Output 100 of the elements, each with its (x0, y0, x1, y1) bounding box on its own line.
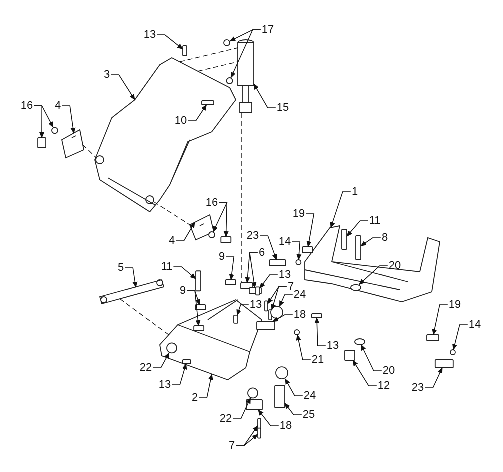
callout-number: 4 (168, 235, 176, 247)
leader-line (330, 192, 352, 228)
callout-number: 10 (174, 115, 188, 127)
callout-number: 18 (294, 309, 306, 321)
callout-number: 11 (161, 261, 173, 273)
callout-number: 6 (258, 247, 266, 259)
dashed-alignment-line (154, 202, 190, 226)
leader-line (236, 304, 250, 316)
leader-line (260, 236, 278, 260)
dashed-alignment-line (180, 48, 238, 62)
clamp-icon (38, 138, 46, 148)
callout-number: 2 (192, 392, 198, 404)
callout-number: 16 (20, 100, 34, 112)
cylinder-drawing (238, 40, 254, 114)
leader-line (188, 104, 208, 122)
hook-pin-icon (434, 360, 454, 368)
leader-line (34, 106, 54, 128)
frame-drawing (94, 58, 236, 212)
callout-number: 11 (369, 215, 381, 227)
leader-line (186, 290, 201, 326)
mount-plate-drawing (190, 214, 215, 240)
callout-number: 13 (144, 29, 156, 41)
callout-number: 18 (280, 420, 292, 432)
clamp-icon (220, 236, 232, 244)
callout-number: 9 (218, 251, 226, 263)
callout-number: 1 (352, 186, 358, 198)
callout-number: 21 (312, 354, 324, 366)
leader-line (314, 318, 326, 346)
callout-number: 12 (378, 380, 390, 392)
callout-number: 5 (118, 262, 124, 274)
leader-line (62, 106, 76, 134)
leader-line (124, 268, 138, 288)
leader-line (236, 434, 258, 446)
swing-arm-drawing (160, 299, 263, 380)
callout-number: 16 (206, 197, 218, 209)
callout-number: 22 (220, 413, 232, 425)
plate-icon (256, 321, 276, 330)
callout-number: 25 (302, 409, 316, 421)
leader-line (424, 368, 443, 388)
callout-number: 20 (388, 260, 402, 272)
callout-number: 9 (180, 285, 186, 297)
callout-number: 7 (228, 440, 236, 452)
dashed-alignment-line (198, 62, 238, 72)
bushing-icon (276, 366, 288, 380)
leader-line (306, 214, 315, 248)
leader-line (254, 84, 276, 108)
callout-number: 7 (288, 281, 294, 293)
pin-icon (196, 270, 202, 292)
sleeve-icon (274, 385, 286, 408)
callout-number: 22 (140, 362, 152, 374)
leader-line (285, 378, 304, 396)
callout-number: 13 (278, 269, 292, 281)
leader-line (152, 352, 170, 368)
leader-line (271, 286, 288, 311)
nut-icon (344, 350, 356, 361)
leader-line (361, 344, 382, 372)
callout-number: 17 (262, 24, 274, 36)
bolt-icon (294, 330, 300, 336)
leader-line (360, 238, 382, 247)
leader-line (258, 410, 280, 426)
callout-number: 13 (326, 340, 340, 352)
callout-number: 24 (304, 390, 316, 402)
spring-icon (302, 246, 314, 254)
pin-icon (225, 280, 236, 286)
spring-icon (426, 334, 440, 342)
plate-icon (246, 400, 263, 410)
callout-number: 14 (468, 319, 482, 331)
callout-number: 19 (292, 208, 306, 220)
callout-number: 23 (246, 230, 260, 242)
leader-line (173, 266, 196, 280)
leader-line (218, 202, 229, 238)
callout-number: 23 (412, 382, 424, 394)
callout-number: 14 (278, 236, 292, 248)
clip-icon (311, 314, 322, 318)
leader-line (452, 324, 468, 350)
callout-number: 24 (294, 289, 306, 301)
leader-line (260, 274, 278, 289)
drawbar-drawing (100, 280, 164, 304)
leader-line (352, 360, 378, 386)
callout-number: 8 (382, 232, 388, 244)
leader-line (226, 256, 235, 280)
hook-pin-icon (269, 260, 286, 266)
dashed-alignment-line (120, 298, 170, 336)
callout-number: 15 (276, 102, 290, 114)
clip-icon (182, 45, 188, 56)
bolt-icon (258, 428, 262, 439)
callout-number: 4 (54, 100, 62, 112)
plate-icon (240, 282, 254, 290)
leader-line (358, 266, 388, 286)
leader-line (272, 314, 294, 322)
leader-line (213, 202, 228, 232)
callout-number: 20 (382, 365, 396, 377)
bushing-icon (248, 388, 258, 399)
mount-plate-drawing (62, 129, 85, 158)
callout-number: 3 (104, 69, 110, 81)
leader-line (172, 364, 188, 386)
bolt-icon (264, 300, 268, 312)
leader-line (284, 403, 302, 416)
leader-line (176, 222, 196, 242)
leader-line (198, 374, 214, 398)
